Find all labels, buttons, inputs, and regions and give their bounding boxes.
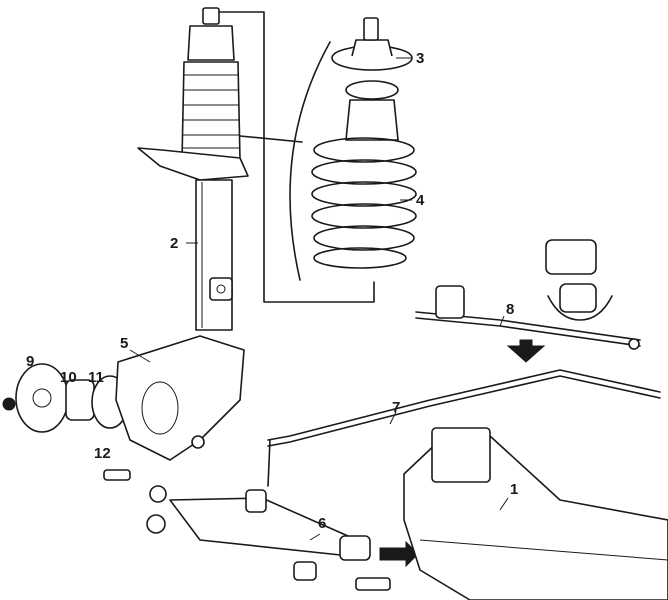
separator-arc xyxy=(289,41,331,281)
part-label-4: 4 xyxy=(416,192,425,209)
part-label-7: 7 xyxy=(392,399,400,416)
leader-lines xyxy=(129,57,509,541)
lower-control-arm xyxy=(146,485,419,591)
strut-assembly xyxy=(137,7,249,331)
part-label-2: 2 xyxy=(170,235,178,252)
part-label-6: 6 xyxy=(318,515,326,532)
anti-roll-bar xyxy=(415,239,641,363)
coil-spring-assembly xyxy=(311,17,417,269)
exploded-connector-line xyxy=(218,11,375,303)
hub-knuckle-assembly xyxy=(2,335,245,481)
part-label-10: 10 xyxy=(60,369,77,386)
part-label-3: 3 xyxy=(416,50,424,67)
subframe xyxy=(403,427,668,600)
part-label-9: 9 xyxy=(26,353,34,370)
part-label-12: 12 xyxy=(94,445,111,462)
part-label-5: 5 xyxy=(120,335,128,352)
track-rod xyxy=(267,369,661,487)
part-label-1: 1 xyxy=(510,481,518,498)
part-label-11: 11 xyxy=(88,369,104,386)
part-label-8: 8 xyxy=(506,301,514,318)
